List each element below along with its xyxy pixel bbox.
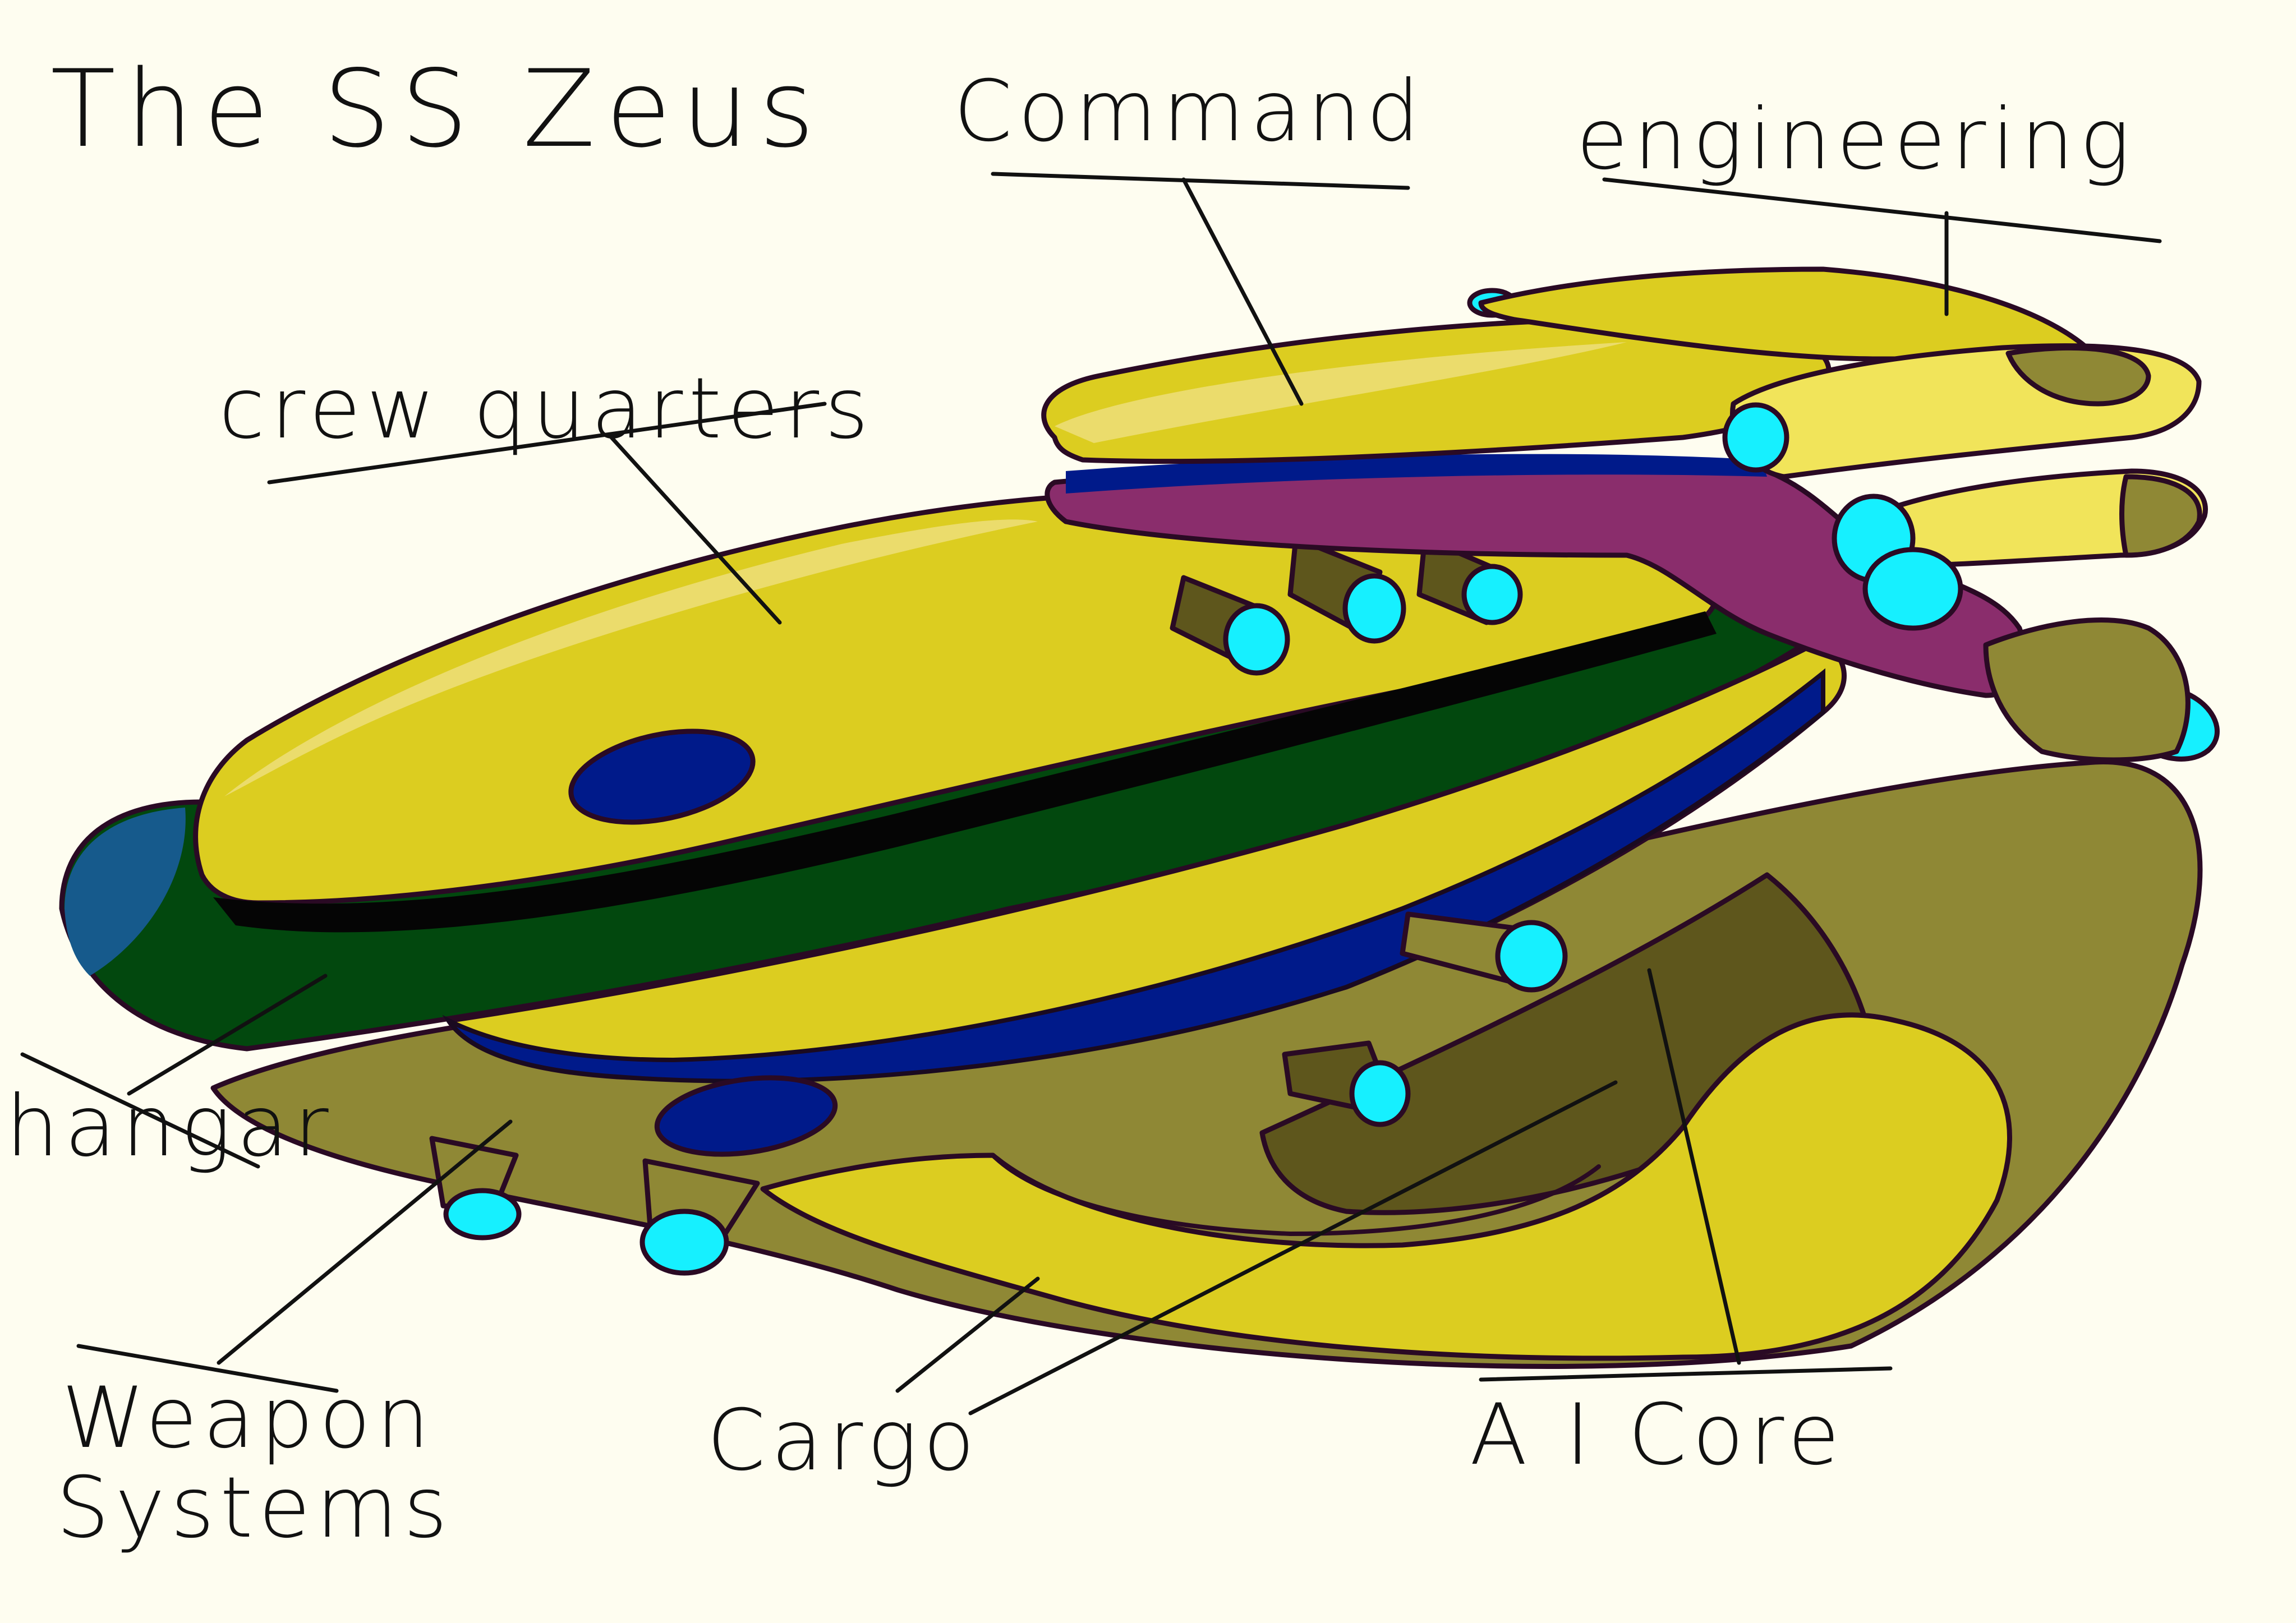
label-command: Command [954,63,1425,160]
label-ai-core: A I Core [1470,1386,1845,1484]
label-weapon-systems-line2: Systems [56,1459,453,1557]
diagram-title: The SS Zeus [50,47,825,171]
label-ai-core-underline [1481,1368,1890,1380]
label-cargo: Cargo [707,1392,980,1490]
label-weapon-systems-line1: Weapon [62,1370,435,1467]
rear-engine-block [1986,620,2188,760]
label-engineering-underline [1604,179,2160,241]
label-engineering: engineering [1576,91,2136,188]
label-command-underline [993,174,1408,188]
